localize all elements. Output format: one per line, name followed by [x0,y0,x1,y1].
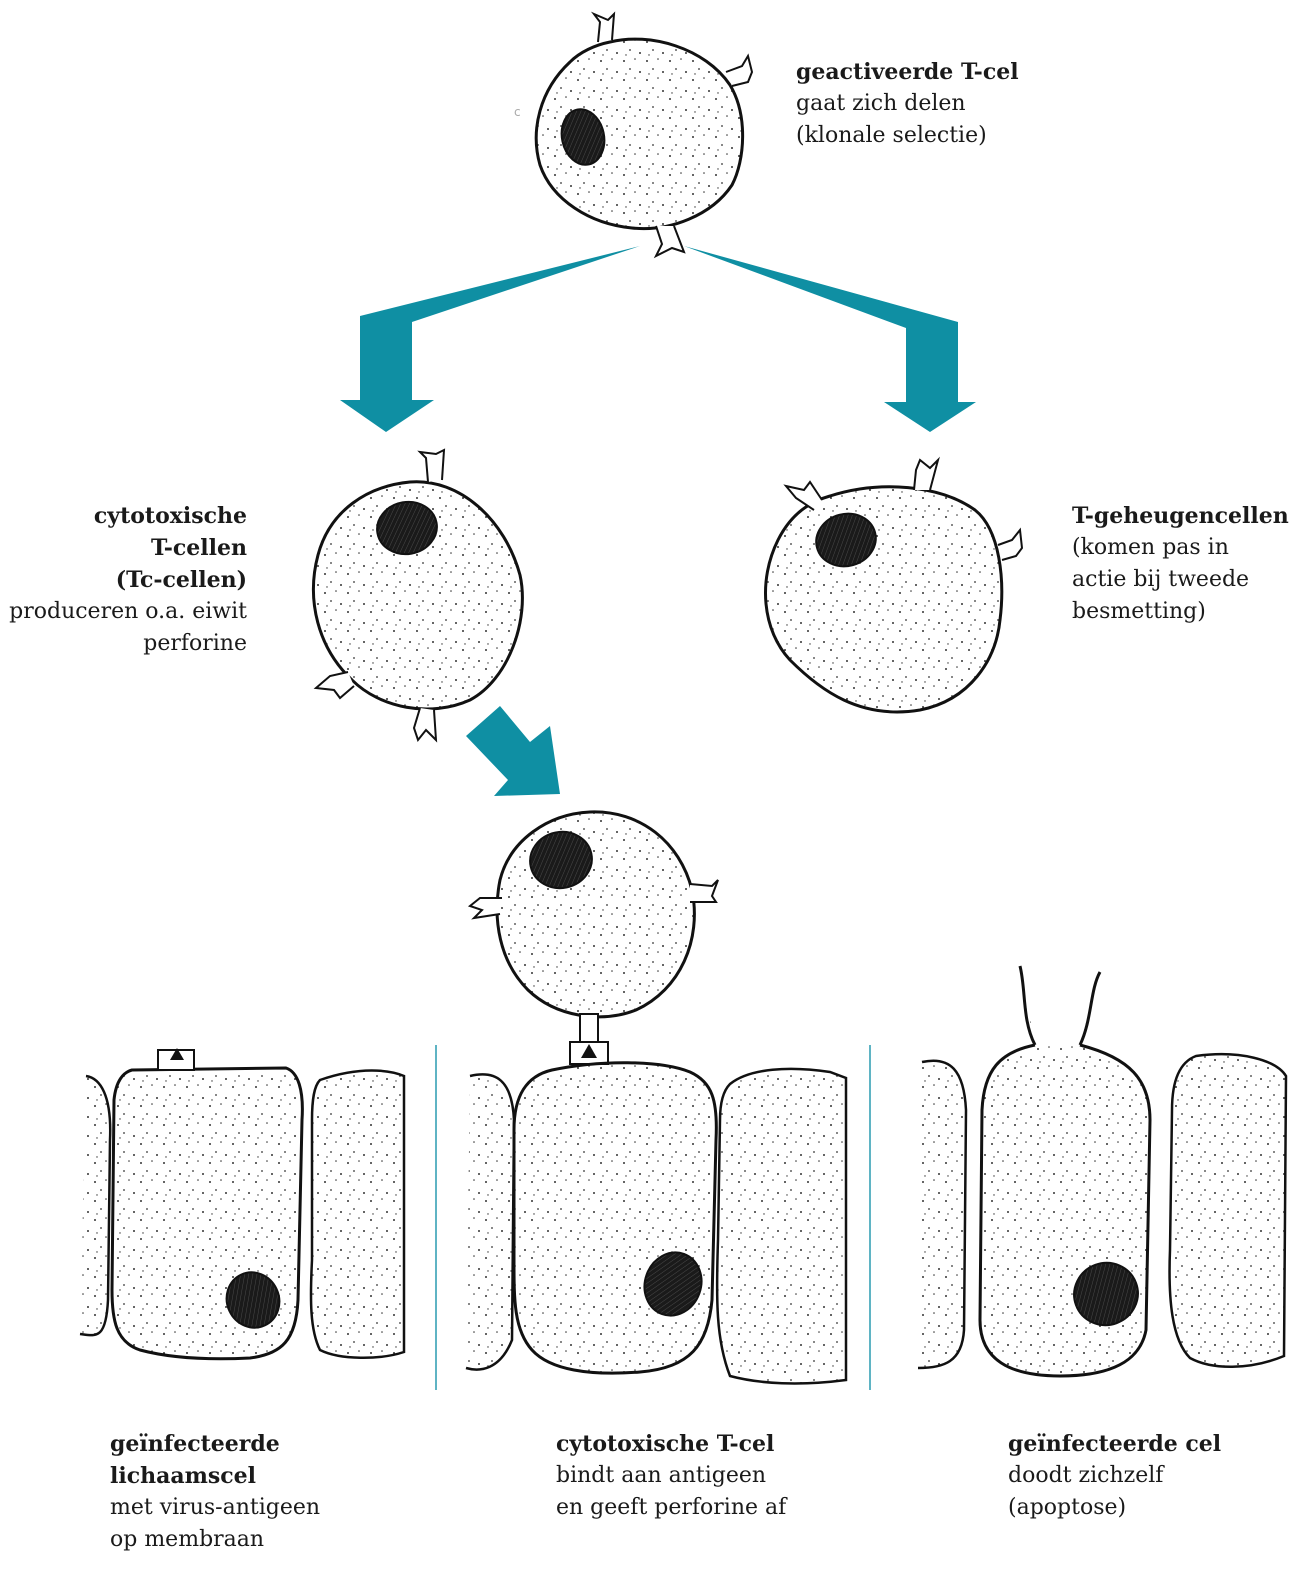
label-cytotoxic-title2: T-cellen [9,532,247,564]
label-binding-line2: en geeft perforine af [556,1492,786,1524]
label-apoptosis-line2: (apoptose) [1008,1492,1221,1524]
label-binding-title: cytotoxische T-cel [556,1428,786,1460]
panel-apoptosis [918,966,1286,1376]
arrow-right [684,246,976,432]
panel-binding [466,1063,846,1384]
arrow-left [340,246,640,432]
label-infected-title2: lichaamscel [110,1460,320,1492]
label-activated-line1: gaat zich delen [796,88,1019,120]
panel-infected-cell [80,1048,404,1359]
label-apoptosis-line1: doodt zichzelf [1008,1460,1221,1492]
svg-text:c: c [514,105,521,119]
label-memory-line2: actie bij tweede [1072,564,1289,596]
neighbour-cell-left-3 [918,1061,966,1368]
label-memory-line3: besmetting) [1072,596,1289,628]
memory-cell-membrane [766,487,1002,712]
label-activated-t-cell: geactiveerde T-cel gaat zich delen (klon… [796,56,1019,152]
label-cytotoxic-t-cells: cytotoxische T-cellen (Tc-cellen) produc… [9,500,247,660]
label-memory-t-cells: T-geheugencellen (komen pas in actie bij… [1072,500,1289,628]
label-cytotoxic-line1: produceren o.a. eiwit [9,596,247,628]
activated-t-cell: c [514,14,752,256]
label-infected-body-cell: geïnfecteerde lichaamscel met virus-anti… [110,1428,320,1556]
label-apoptosis-title: geïnfecteerde cel [1008,1428,1221,1460]
neighbour-cell-right-3 [1170,1054,1286,1367]
label-binding-t-cell: cytotoxische T-cel bindt aan antigeen en… [556,1428,786,1524]
label-memory-title: T-geheugencellen [1072,500,1289,532]
label-cytotoxic-title1: cytotoxische [9,500,247,532]
binding-cell-membrane [497,812,694,1017]
label-activated-line2: (klonale selectie) [796,120,1019,152]
label-cytotoxic-title3: (Tc-cellen) [9,564,247,596]
label-binding-line1: bindt aan antigeen [556,1460,786,1492]
neighbour-cell-left [80,1076,110,1335]
arrow-small [466,706,560,796]
memory-t-cell [766,460,1023,712]
cytotoxic-t-cell [313,450,522,740]
label-activated-title: geactiveerde T-cel [796,56,1019,88]
label-infected-title1: geïnfecteerde [110,1428,320,1460]
binding-t-cell [470,812,718,1064]
label-cytotoxic-line2: perforine [9,628,247,660]
label-infected-line2: op membraan [110,1524,320,1556]
label-apoptosis: geïnfecteerde cel doodt zichzelf (apopto… [1008,1428,1221,1524]
target-cell-membrane [514,1063,716,1373]
label-infected-line1: met virus-antigeen [110,1492,320,1524]
neighbour-cell-left-2 [466,1074,514,1369]
label-memory-line1: (komen pas in [1072,532,1289,564]
neighbour-cell-right-2 [717,1069,846,1384]
neighbour-cell-right [311,1071,404,1358]
